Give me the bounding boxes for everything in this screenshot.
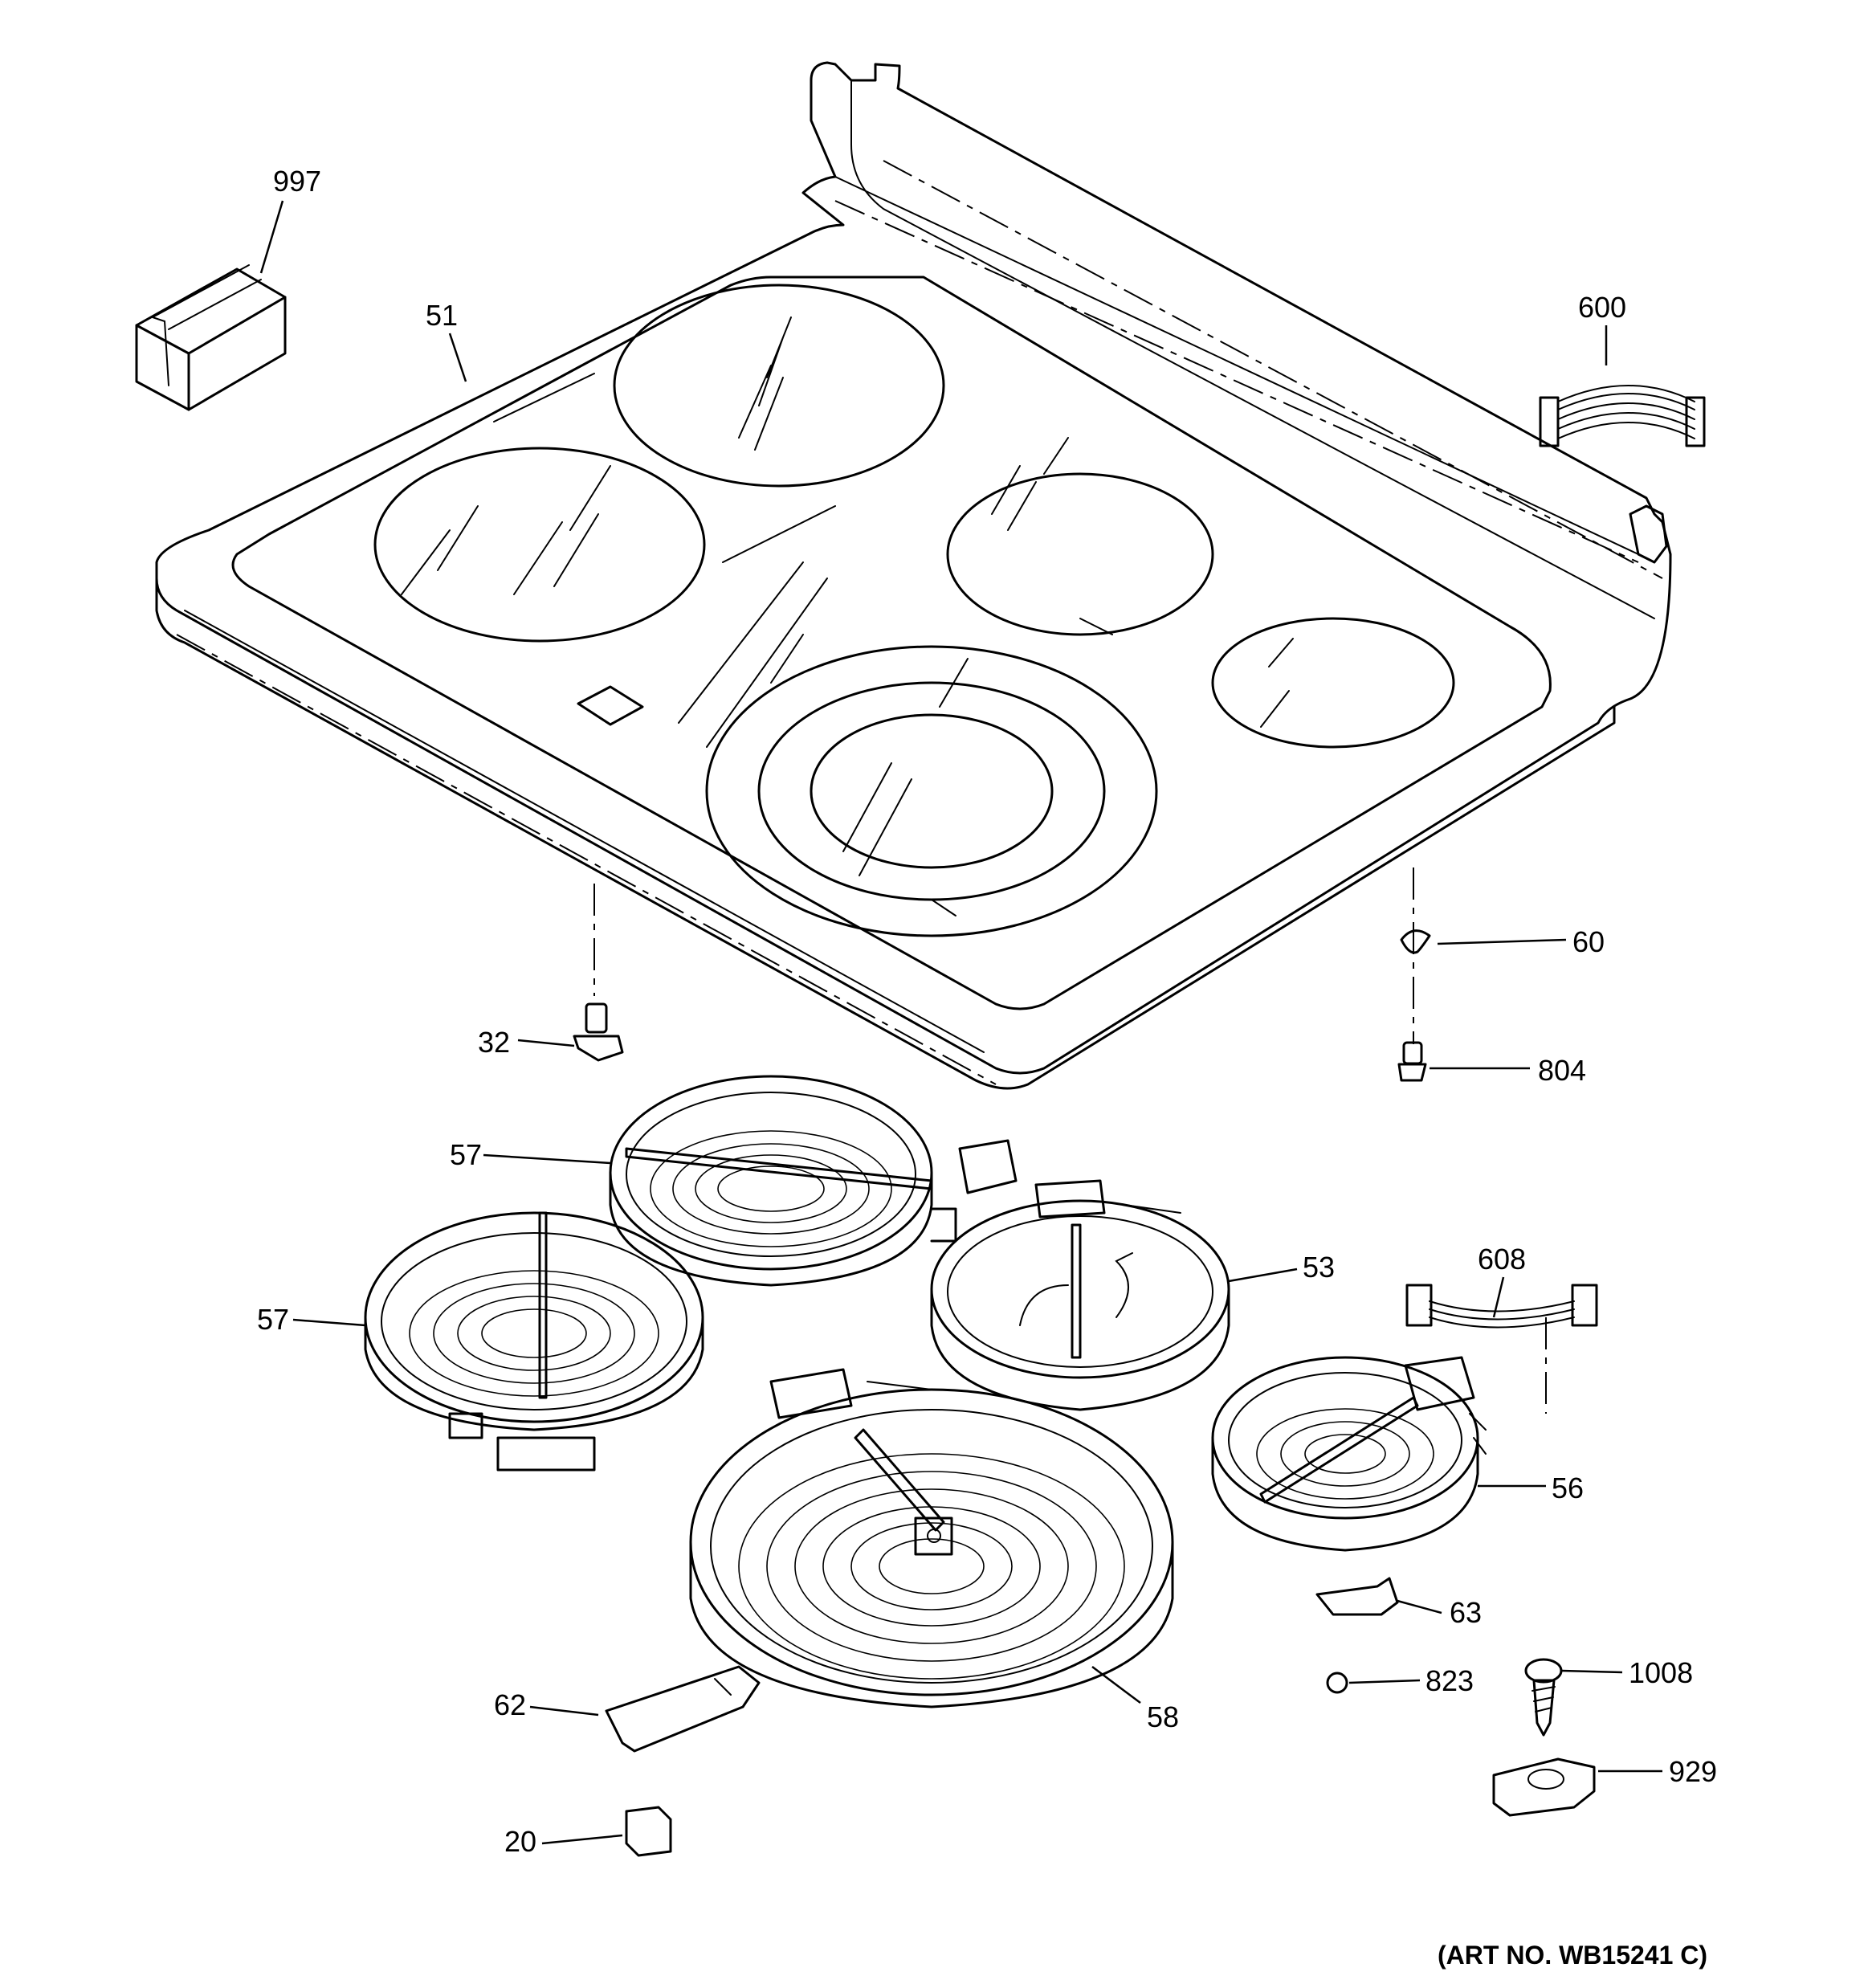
part-51-glass-cooktop (155, 61, 1672, 1090)
part-804-screw (1397, 1041, 1427, 1082)
part-60-clip (1400, 929, 1431, 954)
callout-57-upper: 57 (450, 1138, 482, 1171)
art-number: (ART NO. WB15241 C) (1438, 1941, 1707, 1970)
part-57-upper-radiant-element (609, 1075, 1018, 1287)
part-56-radiant-element (1211, 1356, 1487, 1552)
callout-20: 20 (504, 1825, 536, 1858)
callout-929: 929 (1669, 1755, 1717, 1788)
callout-60: 60 (1572, 925, 1605, 958)
leader-lines (259, 200, 1662, 1845)
part-608-wire-harness (1405, 1284, 1598, 1329)
part-600-wire-harness (1539, 385, 1706, 447)
callout-997: 997 (273, 165, 321, 198)
burner-outline-back-right (946, 437, 1214, 636)
callout-1008: 1008 (1629, 1656, 1693, 1689)
callout-56: 56 (1552, 1472, 1584, 1504)
callout-63: 63 (1450, 1596, 1482, 1629)
part-53-radiant-element (930, 1179, 1230, 1411)
callout-53: 53 (1303, 1251, 1335, 1284)
part-32-limit-switch (573, 1002, 624, 1062)
callout-608: 608 (1478, 1243, 1526, 1276)
burner-outline-front-center-dual (705, 645, 1158, 937)
part-62-cover-plate (605, 1665, 761, 1753)
part-997-box (135, 264, 287, 411)
burner-outline-back-left (613, 284, 945, 488)
burner-outline-front-right (1211, 617, 1455, 749)
part-929-bracket (1492, 1757, 1596, 1817)
part-20-clip (625, 1806, 672, 1857)
part-63-bracket (1315, 1577, 1399, 1616)
burner-outline-front-left (373, 447, 706, 643)
callout-58: 58 (1147, 1700, 1179, 1733)
callout-823: 823 (1425, 1664, 1474, 1697)
part-58-dual-radiant-element (689, 1368, 1174, 1708)
callout-32: 32 (478, 1026, 510, 1059)
callout-57-lower: 57 (257, 1303, 289, 1336)
callout-51: 51 (426, 299, 458, 332)
callout-600: 600 (1578, 291, 1626, 324)
callout-804: 804 (1538, 1054, 1586, 1087)
part-823-screw (1326, 1672, 1348, 1694)
callout-62: 62 (494, 1688, 526, 1721)
part-57-lower-radiant-element (364, 1211, 704, 1472)
part-1008-screw (1524, 1658, 1563, 1737)
